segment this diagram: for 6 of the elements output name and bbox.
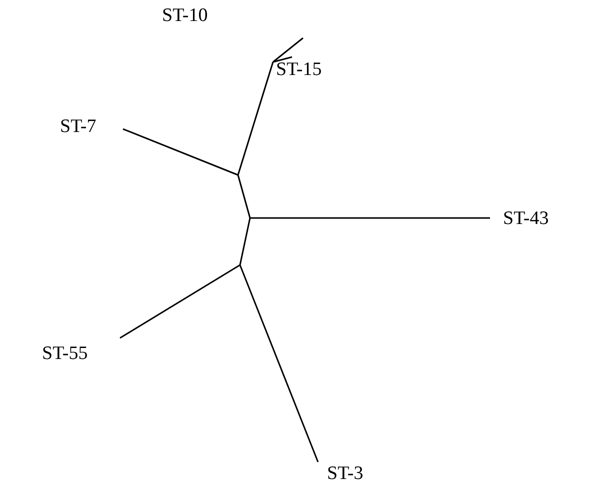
leaf-label: ST-3 [327,463,364,485]
leaf-label: ST-43 [503,208,549,230]
leaf-label: ST-55 [42,343,88,365]
leaf-label: ST-7 [60,116,96,138]
leaf-label: ST-10 [162,5,208,27]
leaf-label: ST-15 [276,59,322,81]
